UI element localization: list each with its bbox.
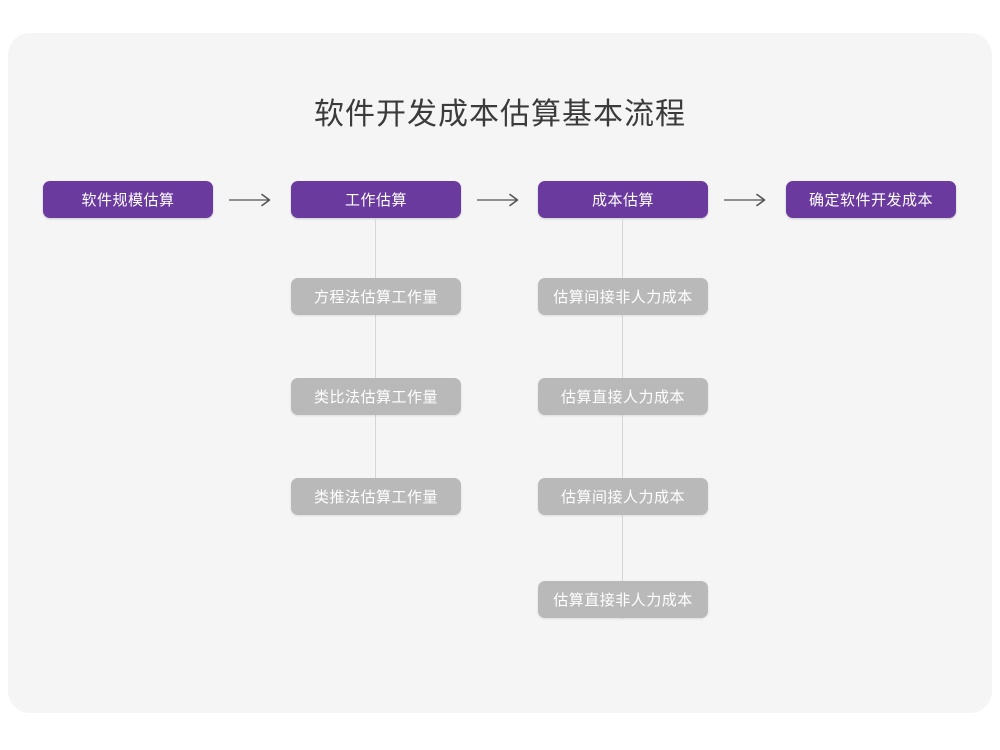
substep-node-label: 方程法估算工作量 [313,289,438,306]
diagram-canvas: 软件开发成本估算基本流程 软件规模估算 工作估算 成本估算 确定软件开发成本 [8,33,992,713]
substep-node-label: 估算直接人力成本 [560,389,685,406]
stage-node-software-size-estimation[interactable]: 软件规模估算 [43,181,213,218]
substep-node-label: 估算间接非人力成本 [553,289,693,306]
connector-line-cost-estimation [622,218,623,619]
arrow-right-icon [229,193,275,207]
stage-node-label: 软件规模估算 [81,192,175,209]
substep-node-label: 类推法估算工作量 [313,489,438,506]
arrow-right-icon [477,193,523,207]
substep-node-direct-labor-cost[interactable]: 估算直接人力成本 [538,378,708,415]
page-title: 软件开发成本估算基本流程 [314,98,686,131]
substep-node-label: 估算直接非人力成本 [553,592,693,609]
connector-line-work-estimation [375,218,376,515]
stage-node-determine-development-cost[interactable]: 确定软件开发成本 [786,181,956,218]
substep-node-direct-nonlabor-cost[interactable]: 估算直接非人力成本 [538,581,708,618]
substep-node-label: 类比法估算工作量 [313,389,438,406]
substep-node-label: 估算间接人力成本 [560,489,685,506]
substep-node-inference-method[interactable]: 类推法估算工作量 [291,478,461,515]
stage-node-label: 成本估算 [591,192,654,209]
substep-node-indirect-nonlabor-cost[interactable]: 估算间接非人力成本 [538,278,708,315]
stage-node-cost-estimation[interactable]: 成本估算 [538,181,708,218]
stage-node-work-estimation[interactable]: 工作估算 [291,181,461,218]
substep-node-equation-method[interactable]: 方程法估算工作量 [291,278,461,315]
substep-node-indirect-labor-cost[interactable]: 估算间接人力成本 [538,478,708,515]
substep-node-analogy-method[interactable]: 类比法估算工作量 [291,378,461,415]
stage-node-label: 确定软件开发成本 [808,192,933,209]
stage-node-label: 工作估算 [344,192,407,209]
arrow-right-icon [724,193,770,207]
